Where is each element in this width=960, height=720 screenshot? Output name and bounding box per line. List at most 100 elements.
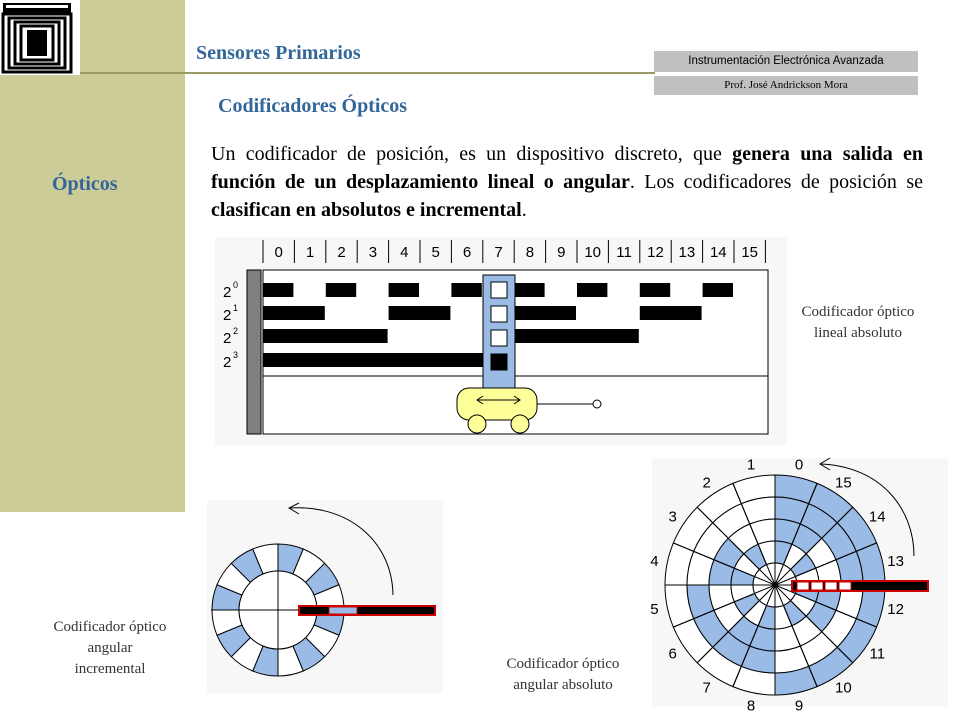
para-text-1: Un codificador de posición, es un dispos… bbox=[211, 143, 733, 165]
sector-number: 6 bbox=[669, 645, 677, 662]
code-bar bbox=[639, 306, 702, 320]
caption-incremental-line2: angular bbox=[87, 640, 133, 656]
sector-number: 15 bbox=[835, 475, 852, 492]
rotation-arrow-icon bbox=[819, 463, 915, 557]
encoder-rail bbox=[246, 269, 262, 435]
caption-absolute-line1: Codificador óptico bbox=[506, 656, 620, 672]
position-label: 0 bbox=[275, 244, 283, 261]
absolute-disc bbox=[664, 474, 886, 696]
position-label: 4 bbox=[400, 244, 408, 261]
incremental-disc bbox=[211, 543, 345, 677]
code-bar bbox=[263, 283, 294, 297]
sector-number: 10 bbox=[835, 679, 852, 696]
description-paragraph: Un codificador de posición, es un dispos… bbox=[211, 140, 923, 224]
slider-wheel-left bbox=[467, 414, 487, 434]
sector-number: 13 bbox=[887, 553, 904, 570]
para-text-2: . Los codificadores de posición se bbox=[629, 171, 923, 193]
reader-cell bbox=[810, 581, 824, 591]
bit-label: 2 bbox=[223, 330, 231, 347]
reader-window-0 bbox=[490, 281, 508, 299]
caption-incremental: Codificador óptico angular incremental bbox=[25, 617, 195, 680]
code-bar bbox=[451, 283, 482, 297]
page-subtitle: Codificadores Ópticos bbox=[218, 95, 408, 117]
code-bar bbox=[263, 306, 325, 320]
bit-exponent: 2 bbox=[233, 326, 238, 336]
sector-number: 12 bbox=[887, 601, 904, 618]
code-bar bbox=[639, 283, 671, 297]
incremental-encoder-diagram bbox=[207, 500, 443, 693]
sector-number: 11 bbox=[869, 645, 885, 662]
reader-cell bbox=[796, 581, 810, 591]
bit-exponent: 0 bbox=[233, 280, 238, 290]
position-label: 11 bbox=[616, 244, 632, 261]
slider-wheel-right bbox=[510, 414, 530, 434]
bit-label: 2 bbox=[223, 284, 231, 301]
code-bar bbox=[514, 329, 639, 343]
para-text-3: . bbox=[521, 199, 527, 221]
sector-number: 2 bbox=[702, 475, 710, 492]
code-bar bbox=[514, 283, 545, 297]
sector-number: 9 bbox=[795, 698, 803, 715]
position-label: 6 bbox=[463, 244, 471, 261]
rotation-arrow-icon bbox=[288, 507, 394, 596]
code-tracks bbox=[263, 283, 733, 367]
caption-linear: Codificador óptico lineal absoluto bbox=[782, 302, 934, 344]
sector-number: 4 bbox=[650, 553, 658, 570]
position-label: 9 bbox=[557, 244, 565, 261]
caption-incremental-line3: incremental bbox=[74, 661, 146, 677]
sector-number: 3 bbox=[669, 509, 677, 526]
reader-window-3 bbox=[490, 353, 508, 371]
position-label: 1 bbox=[306, 244, 314, 261]
sector-number: 0 bbox=[795, 456, 803, 473]
section-label: Ópticos bbox=[52, 173, 118, 195]
para-bold-1: genera una salida en función de un despl… bbox=[211, 143, 923, 193]
incremental-reader-bar bbox=[298, 605, 436, 616]
position-label: 8 bbox=[526, 244, 534, 261]
bit-label: 2 bbox=[223, 354, 231, 371]
caption-linear-line2: lineal absoluto bbox=[814, 325, 902, 341]
reader-window-2 bbox=[490, 329, 508, 347]
institution-logo-icon bbox=[1, 3, 73, 74]
bit-exponent: 1 bbox=[233, 303, 238, 313]
code-bar bbox=[325, 283, 357, 297]
code-bar bbox=[388, 283, 419, 297]
reader-window-1 bbox=[490, 305, 508, 323]
header-divider bbox=[80, 72, 655, 74]
para-bold-2: clasifican en absolutos e incremental bbox=[211, 199, 522, 221]
caption-absolute: Codificador óptico angular absoluto bbox=[480, 654, 646, 696]
bit-exponent: 3 bbox=[233, 350, 238, 360]
logo bbox=[0, 0, 80, 75]
slider-body bbox=[456, 387, 538, 421]
position-label: 14 bbox=[710, 244, 727, 261]
position-label: 13 bbox=[679, 244, 696, 261]
reader-cells bbox=[796, 581, 852, 591]
sector-number: 5 bbox=[650, 601, 658, 618]
professor-badge: Prof. José Andrickson Mora bbox=[654, 76, 918, 95]
page-title: Sensores Primarios bbox=[196, 42, 361, 64]
sidebar bbox=[0, 0, 185, 512]
position-label: 7 bbox=[494, 244, 502, 261]
rod-end bbox=[592, 399, 602, 409]
position-label: 12 bbox=[647, 244, 664, 261]
position-label: 15 bbox=[741, 244, 758, 261]
position-label: 2 bbox=[337, 244, 345, 261]
code-bar bbox=[514, 306, 576, 320]
caption-incremental-line1: Codificador óptico bbox=[53, 619, 167, 635]
sector-number: 7 bbox=[702, 679, 710, 696]
code-bar bbox=[263, 329, 388, 343]
position-label: 3 bbox=[369, 244, 377, 261]
absolute-reader-bar bbox=[791, 580, 929, 592]
sector-number: 1 bbox=[747, 456, 755, 473]
sector-number: 8 bbox=[747, 698, 755, 715]
caption-absolute-line2: angular absoluto bbox=[513, 677, 613, 693]
position-label: 10 bbox=[584, 244, 601, 261]
caption-linear-line1: Codificador óptico bbox=[801, 304, 915, 320]
reader-cell bbox=[824, 581, 838, 591]
code-bar bbox=[577, 283, 608, 297]
course-badge: Instrumentación Electrónica Avanzada bbox=[654, 51, 918, 72]
